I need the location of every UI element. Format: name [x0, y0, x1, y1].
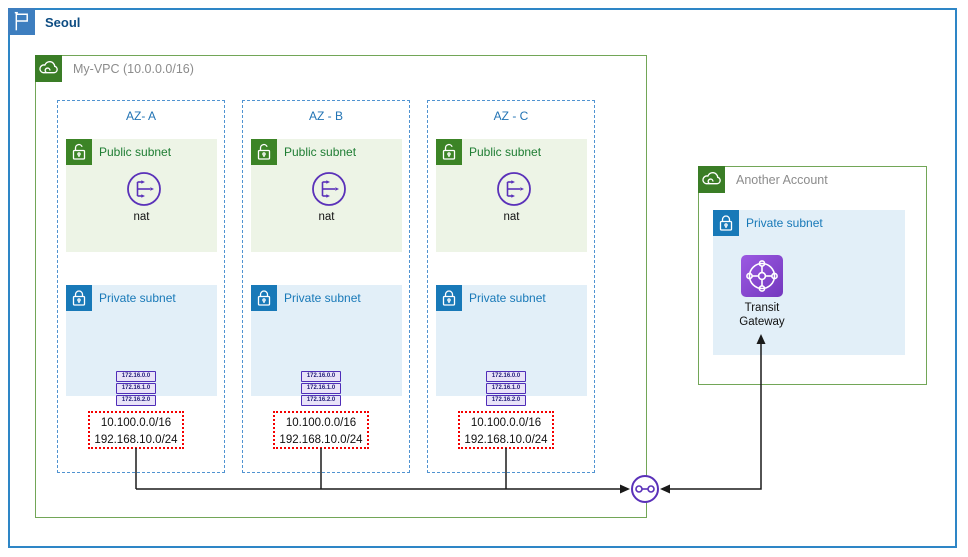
public-subnet-box: Public subnet nat	[66, 139, 217, 252]
nat-gateway-icon	[125, 170, 163, 208]
region-flag-icon	[8, 8, 35, 35]
route-cidr-box: 10.100.0.0/16 192.168.10.0/24	[88, 411, 184, 449]
transit-gateway-label: Transit Gateway	[739, 302, 785, 328]
account-cloud-icon	[698, 166, 725, 193]
route-cidr-box: 10.100.0.0/16 192.168.10.0/24	[458, 411, 554, 449]
subnet-cidr-badge: 172.16.0.0	[301, 371, 341, 382]
subnet-cidr-badge: 172.16.0.0	[486, 371, 526, 382]
private-subnet-label: Private subnet	[99, 291, 176, 305]
route-cidr-line: 192.168.10.0/24	[94, 434, 178, 446]
route-cidr-line: 10.100.0.0/16	[470, 417, 542, 429]
vpc-box	[35, 55, 647, 518]
lock-icon	[66, 285, 92, 311]
open-lock-icon	[251, 139, 277, 165]
lock-icon	[713, 210, 739, 236]
public-subnet-label: Public subnet	[284, 145, 357, 159]
lock-icon	[251, 285, 277, 311]
subnet-cidr-badge: 172.16.0.0	[116, 371, 156, 382]
subnet-cidr-badge: 172.16.2.0	[116, 395, 156, 406]
subnet-cidr-badge: 172.16.1.0	[301, 383, 341, 394]
vpc-label: My-VPC (10.0.0.0/16)	[73, 62, 194, 76]
nat-label: nat	[503, 211, 520, 223]
subnet-cidr-badge: 172.16.2.0	[486, 395, 526, 406]
public-subnet-label: Public subnet	[469, 145, 542, 159]
route-cidr-line: 10.100.0.0/16	[100, 417, 172, 429]
lock-icon	[436, 285, 462, 311]
az-title: AZ- A	[125, 109, 156, 123]
route-cidr-line: 10.100.0.0/16	[285, 417, 357, 429]
open-lock-icon	[66, 139, 92, 165]
az-box-c: AZ - C Public subnet	[427, 100, 595, 473]
subnet-cidr-badge: 172.16.1.0	[486, 383, 526, 394]
subnet-cidr-badge: 172.16.2.0	[301, 395, 341, 406]
az-title: AZ - C	[493, 109, 529, 123]
public-subnet-box: Public subnet nat	[436, 139, 587, 252]
nat-label: nat	[318, 211, 335, 223]
transit-gateway-icon	[741, 255, 783, 297]
open-lock-icon	[436, 139, 462, 165]
nat-label: nat	[133, 211, 150, 223]
public-subnet-box: Public subnet nat	[251, 139, 402, 252]
route-cidr-line: 192.168.10.0/24	[464, 434, 548, 446]
nat-gateway-icon	[495, 170, 533, 208]
region-label: Seoul	[45, 15, 81, 30]
nat-gateway-icon	[310, 170, 348, 208]
route-cidr-line: 192.168.10.0/24	[279, 434, 363, 446]
public-subnet-label: Public subnet	[99, 145, 172, 159]
private-subnet-label: Private subnet	[746, 216, 823, 230]
az-title: AZ - B	[308, 109, 343, 123]
az-box-a: AZ- A Public subnet	[57, 100, 225, 473]
route-cidr-box: 10.100.0.0/16 192.168.10.0/24	[273, 411, 369, 449]
subnet-cidr-badge: 172.16.1.0	[116, 383, 156, 394]
az-box-b: AZ - B Public subnet	[242, 100, 410, 473]
another-account-label: Another Account	[736, 173, 828, 187]
vpc-cloud-icon	[35, 55, 62, 82]
private-subnet-label: Private subnet	[469, 291, 546, 305]
private-subnet-label: Private subnet	[284, 291, 361, 305]
